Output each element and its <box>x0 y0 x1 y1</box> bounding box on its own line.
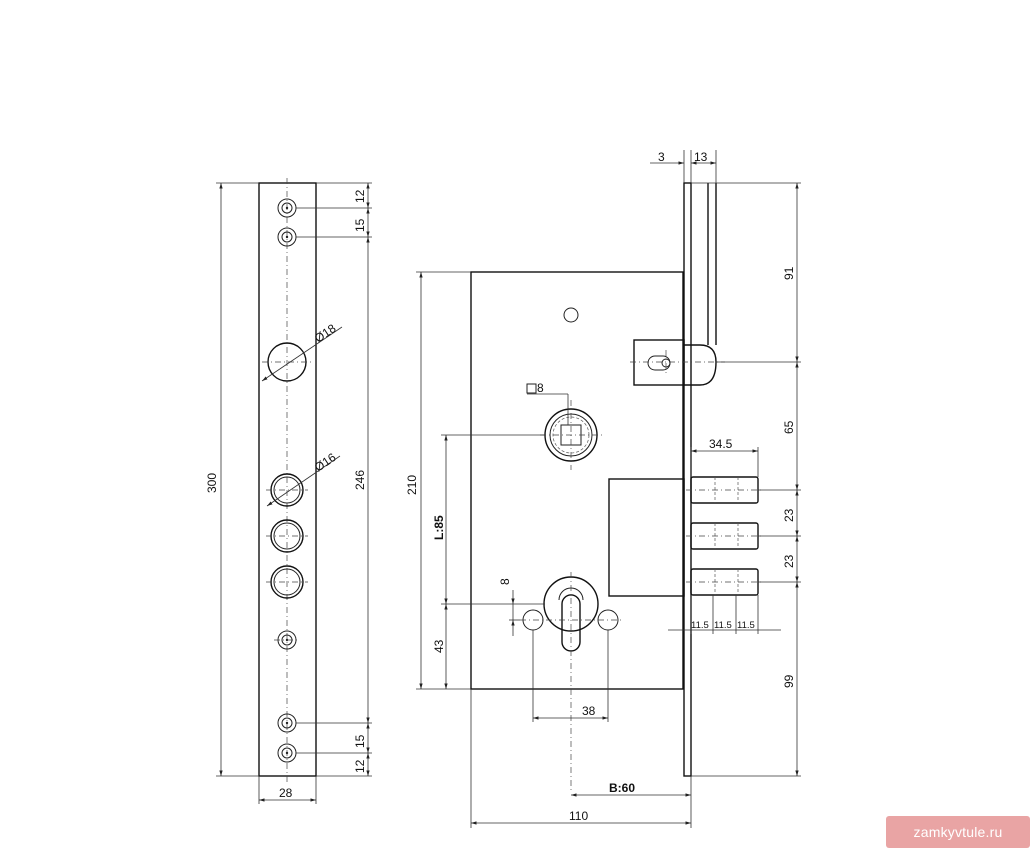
dim-34-5: 34.5 <box>709 437 733 451</box>
dim-L85: L:85 <box>432 515 446 540</box>
bolt-hole-1 <box>266 473 308 507</box>
dim-B60: B:60 <box>609 781 635 795</box>
dim-43: 43 <box>432 639 446 653</box>
lock-body-outline <box>470 271 684 690</box>
deadbolt-1 <box>686 476 764 504</box>
bolt-housing <box>608 478 685 597</box>
dim-300: 300 <box>205 473 219 493</box>
latch-bolt <box>630 183 725 386</box>
dim-bottom-15: 15 <box>353 734 367 748</box>
dim-square-8: 8 <box>537 381 544 395</box>
faceplate-view: Ø18 Ø16 300 12 15 246 15 12 28 <box>205 178 372 804</box>
site-watermark: zamkyvtule.ru <box>886 816 1030 848</box>
dim-top-12: 12 <box>353 189 367 203</box>
lock-body-view: 8 <box>405 182 764 828</box>
deadbolt-3 <box>686 568 764 596</box>
dim-11-5-b: 11.5 <box>714 620 732 631</box>
dim-210: 210 <box>405 475 419 495</box>
screw-hole-top-1 <box>277 198 297 218</box>
bolt-hole-3 <box>266 565 308 599</box>
dim-11-5-c: 11.5 <box>737 620 755 631</box>
cylinder-cutout <box>520 572 622 790</box>
dim-13: 13 <box>694 150 708 164</box>
dim-8: 8 <box>498 578 512 585</box>
dim-23-lower: 23 <box>782 554 796 568</box>
spindle-follower: 8 <box>526 381 602 470</box>
faceplate-outline <box>258 182 317 777</box>
deadbolt-2 <box>686 522 764 550</box>
dim-23-upper: 23 <box>782 508 796 522</box>
dim-99: 99 <box>782 674 796 688</box>
dim-91: 91 <box>782 266 796 280</box>
faceplate-side <box>683 182 692 777</box>
dim-top-15: 15 <box>353 218 367 232</box>
dim-28: 28 <box>279 786 293 800</box>
dim-bottom-12: 12 <box>353 759 367 773</box>
screw-hole-middle <box>274 630 300 650</box>
latch-hole <box>262 342 312 382</box>
dim-3: 3 <box>658 150 665 164</box>
dim-246: 246 <box>353 470 367 490</box>
dim-65: 65 <box>782 420 796 434</box>
dim-38: 38 <box>582 704 596 718</box>
mounting-hole <box>563 307 579 323</box>
dim-110: 110 <box>569 809 588 823</box>
bolt-hole-2 <box>266 519 308 553</box>
dim-11-5-a: 11.5 <box>691 620 709 631</box>
side-dimensions: 3 13 91 65 23 23 99 34.5 11.5 11.5 11.5 <box>650 150 801 777</box>
